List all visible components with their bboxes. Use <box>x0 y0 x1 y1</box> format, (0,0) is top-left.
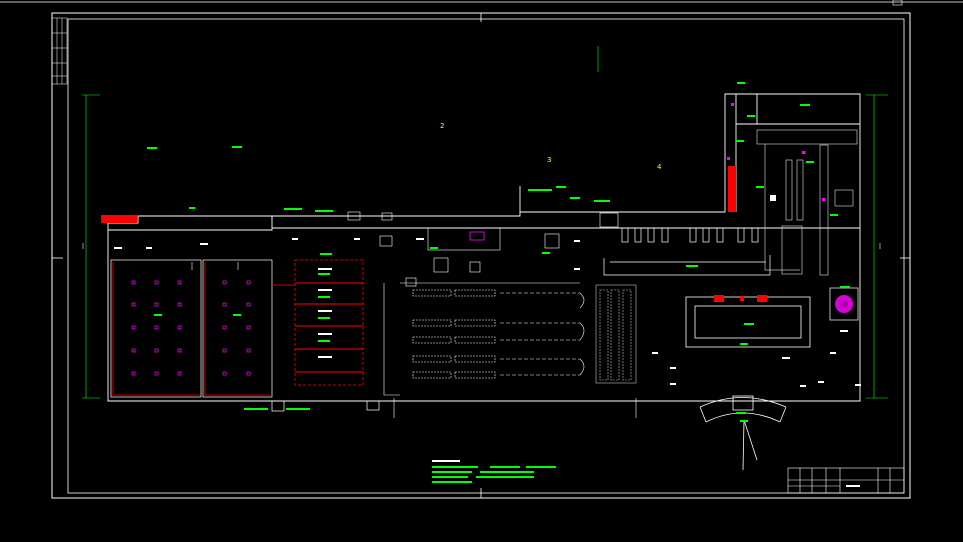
red-markers <box>714 295 767 302</box>
annotation-marks <box>147 82 850 422</box>
office-row <box>347 211 619 287</box>
sprinkler-grid <box>131 280 251 376</box>
dimension-ticks-white <box>82 243 881 418</box>
zone-number-2: 2 <box>440 122 444 130</box>
title-block-label <box>846 485 860 487</box>
bottom-doors <box>271 400 380 412</box>
tank-row <box>603 227 771 276</box>
zone-number-4: 4 <box>657 163 662 171</box>
piping-room <box>290 259 364 386</box>
room-labels <box>114 195 861 387</box>
red-wall-tower <box>728 166 736 212</box>
magenta-equipment-1 <box>469 231 485 241</box>
tower-process <box>756 129 858 276</box>
sheet-border <box>51 12 911 499</box>
title-block <box>787 467 905 494</box>
production-hall <box>383 282 585 396</box>
top-right-tick <box>892 0 903 6</box>
inner-frame <box>67 18 905 494</box>
warehouse-room-2 <box>202 259 290 398</box>
magenta-markers <box>727 103 825 201</box>
revision-strip <box>51 17 68 85</box>
warehouse-room-1 <box>110 259 202 398</box>
notes-block <box>432 460 556 483</box>
pool-tank <box>685 296 811 348</box>
zone-number-3: 3 <box>547 156 551 164</box>
entrance-gate <box>699 395 787 471</box>
pump-unit <box>829 287 859 321</box>
red-wall-left <box>101 215 137 223</box>
piping-labels <box>318 268 332 358</box>
dimension-lines <box>82 46 888 399</box>
building-outline <box>107 93 861 402</box>
conveyor-racks <box>595 284 637 384</box>
